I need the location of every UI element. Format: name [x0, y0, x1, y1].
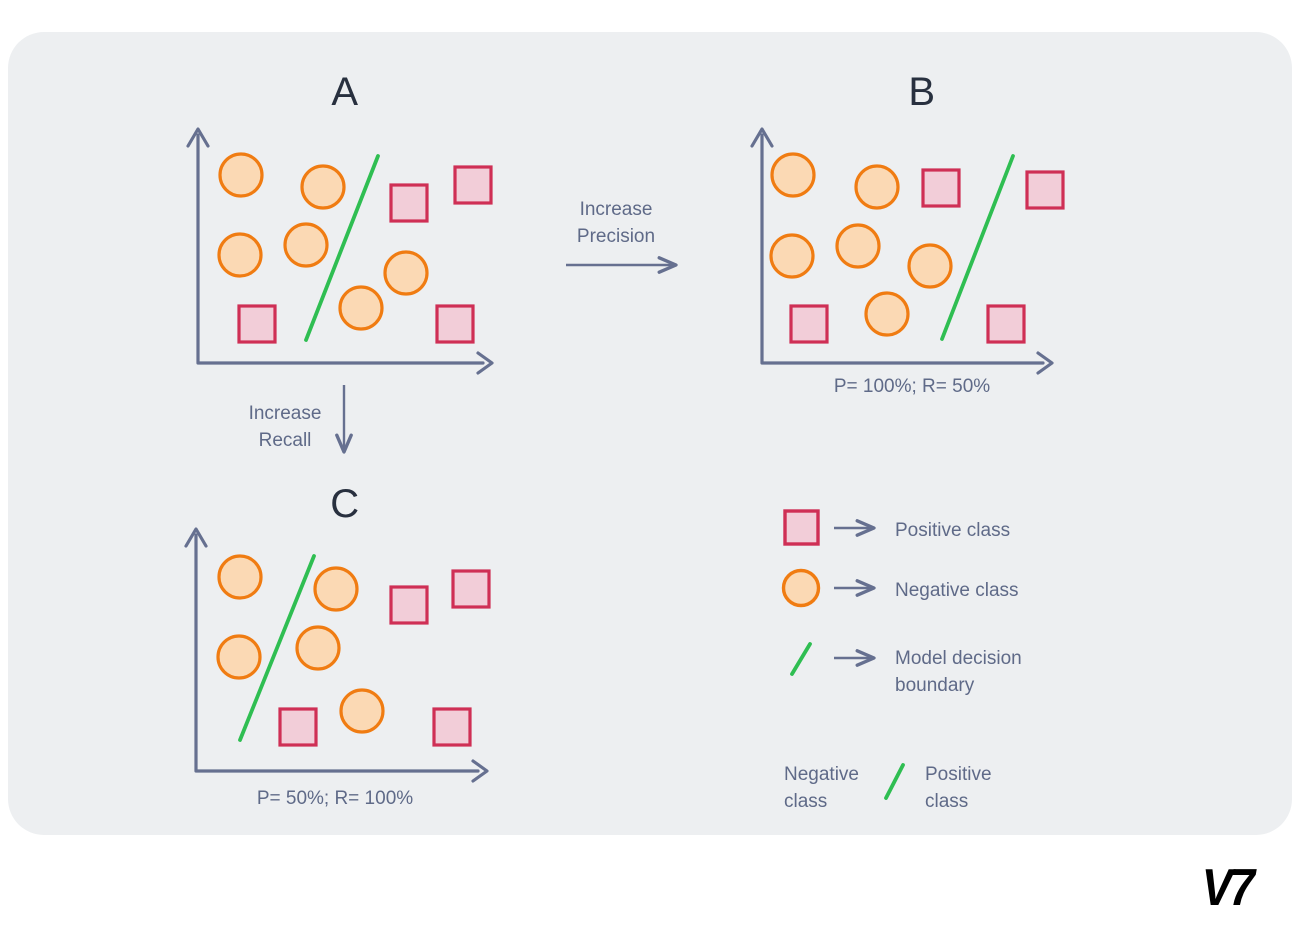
panel-c-markers [216, 554, 491, 747]
v7-logo: V7 [1201, 857, 1255, 917]
panel-b-decision-boundary [940, 154, 1015, 341]
panel-c-decision-boundary [238, 554, 316, 742]
panel-b-markers [769, 152, 1065, 344]
panel-letter-a: A [331, 70, 359, 114]
legend-label-positive-class: Positive class [895, 520, 1011, 541]
legend-side-label-negative: Negative class [784, 764, 859, 812]
panel-a-markers [217, 152, 493, 344]
panel-a-decision-boundary [304, 154, 380, 342]
legend-marker-boundary-line [790, 642, 812, 676]
panel-caption-b: P= 100%; R= 50% [833, 376, 991, 397]
legend-side-divider-boundary-icon [884, 763, 905, 800]
legend-label-negative-class: Negative class [895, 580, 1019, 601]
legend-marker-positive-square [783, 509, 820, 546]
panel-a-axes [186, 127, 494, 375]
panel-letter-b: B [908, 70, 936, 114]
legend-label-model-decision-boundary: Model decision boundary [895, 648, 1022, 696]
panel-letter-c: C [330, 482, 360, 526]
panel-caption-c: P= 50%; R= 100% [256, 788, 414, 809]
panel-b-axes [750, 127, 1054, 375]
flow-label-increase-precision: Increase Precision [576, 199, 656, 247]
flow-label-increase-recall: Increase Recall [248, 403, 322, 451]
panel-c-axes [184, 527, 489, 783]
legend-side-label-positive: Positive class [925, 764, 992, 812]
legend-marker-negative-circle [781, 568, 821, 608]
